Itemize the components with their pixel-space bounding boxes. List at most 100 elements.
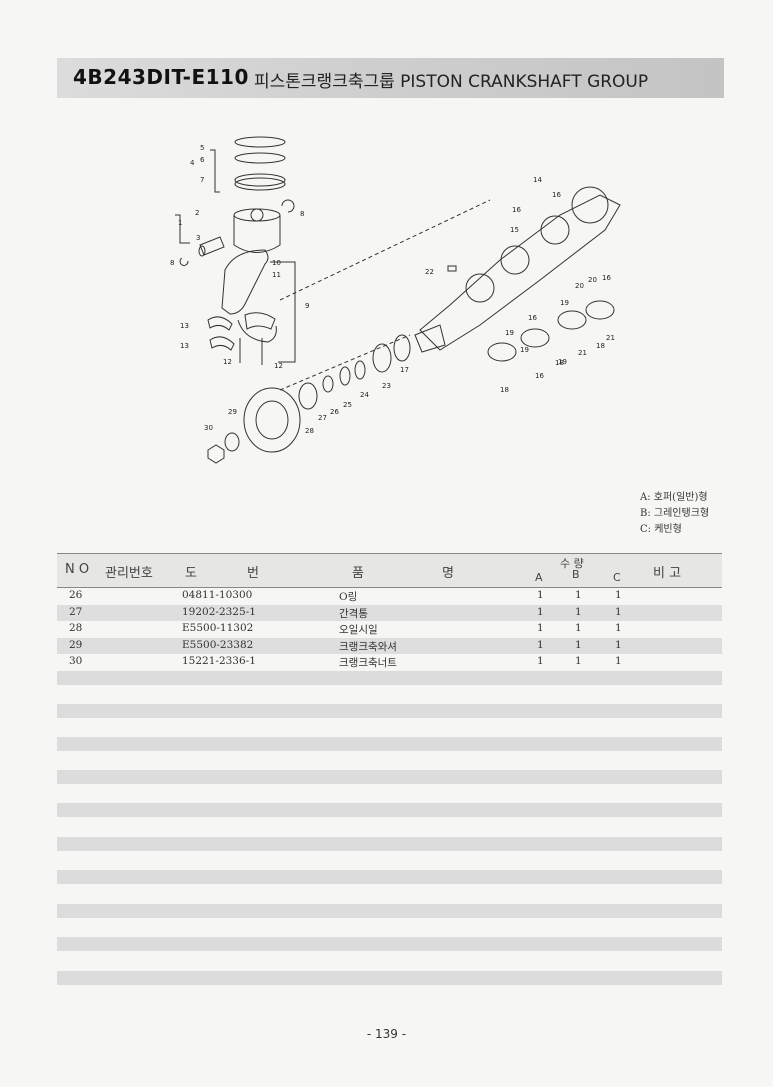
- row-part-number: E5500-23382: [182, 638, 254, 651]
- row-qty-c: 1: [615, 655, 622, 667]
- svg-text:16: 16: [602, 274, 611, 282]
- row-part-name: 크랭크축와셔: [339, 640, 397, 653]
- row-qty-a: 1: [537, 622, 544, 634]
- svg-text:19: 19: [560, 299, 569, 307]
- svg-text:19: 19: [520, 346, 529, 354]
- row-qty-c: 1: [615, 622, 622, 634]
- svg-text:16: 16: [512, 206, 521, 214]
- empty-row-stripe: [57, 904, 722, 918]
- col-drawing-a: 도: [185, 566, 197, 581]
- col-no: N O: [65, 562, 90, 577]
- svg-text:1: 1: [178, 219, 182, 227]
- svg-text:11: 11: [272, 271, 281, 279]
- col-drawing-b: 번: [247, 566, 259, 581]
- row-qty-a: 1: [537, 655, 544, 667]
- row-qty-a: 1: [537, 638, 544, 651]
- svg-text:14: 14: [533, 176, 542, 184]
- row-qty-c: 1: [615, 638, 622, 651]
- row-part-name: 오일시일: [339, 624, 378, 636]
- svg-text:5: 5: [200, 144, 204, 152]
- svg-text:8: 8: [300, 210, 304, 218]
- svg-text:25: 25: [343, 401, 352, 409]
- row-part-number: 15221-2336-1: [182, 655, 256, 667]
- table-row: 27 19202-2325-1 간격통 1 1 1: [57, 604, 722, 621]
- svg-text:18: 18: [500, 386, 509, 394]
- svg-text:20: 20: [588, 276, 597, 284]
- svg-text:29: 29: [228, 408, 237, 416]
- svg-text:7: 7: [200, 176, 204, 184]
- row-part-number: 04811-10300: [182, 589, 253, 601]
- svg-text:10: 10: [272, 259, 281, 267]
- svg-text:28: 28: [305, 427, 314, 435]
- empty-row-stripe: [57, 803, 722, 817]
- page-header: 4B243DIT-E110 피스톤크랭크축그룹 PISTON CRANKSHAF…: [57, 58, 724, 98]
- svg-text:22: 22: [425, 268, 434, 276]
- svg-text:21: 21: [606, 334, 615, 342]
- svg-text:17: 17: [400, 366, 409, 374]
- svg-text:24: 24: [360, 391, 369, 399]
- col-qty-a: A: [535, 571, 543, 584]
- row-no: 27: [69, 605, 83, 618]
- row-part-name: O링: [339, 591, 358, 603]
- row-no: 26: [69, 589, 83, 601]
- row-no: 29: [69, 638, 83, 651]
- legend-item-b: B: 그레인탱크형: [640, 508, 710, 519]
- table-row: 26 04811-10300 O링 1 1 1: [57, 588, 722, 605]
- svg-text:15: 15: [510, 226, 519, 234]
- col-mgmt: 관리번호: [105, 566, 153, 581]
- svg-text:21: 21: [578, 349, 587, 357]
- svg-text:19: 19: [505, 329, 514, 337]
- row-qty-c: 1: [615, 605, 622, 618]
- svg-text:18: 18: [555, 359, 564, 367]
- empty-row-stripe: [57, 737, 722, 751]
- page-number: - 139 -: [366, 1027, 407, 1041]
- svg-text:19: 19: [558, 358, 567, 366]
- row-qty-b: 1: [575, 655, 582, 667]
- col-name-a: 품: [352, 566, 364, 581]
- col-remark: 비 고: [653, 566, 682, 581]
- row-qty-a: 1: [537, 589, 544, 601]
- row-qty-b: 1: [575, 622, 582, 634]
- svg-text:13: 13: [180, 342, 189, 350]
- model-code: 4B243DIT-E110: [73, 65, 249, 89]
- row-qty-c: 1: [615, 589, 622, 601]
- svg-text:8: 8: [170, 259, 174, 267]
- table-row: 29 E5500-23382 크랭크축와셔 1 1 1: [57, 637, 722, 654]
- table-row: 28 E5500-11302 오일시일 1 1 1: [57, 621, 722, 638]
- empty-row-stripe: [57, 704, 722, 718]
- col-qty-c: C: [613, 571, 621, 584]
- empty-row-stripe: [57, 971, 722, 985]
- empty-row-stripe: [57, 671, 722, 685]
- legend-item-c: C: 케빈형: [640, 524, 682, 535]
- svg-text:20: 20: [575, 282, 584, 290]
- svg-text:3: 3: [196, 234, 200, 242]
- empty-row-stripe: [57, 770, 722, 784]
- svg-text:16: 16: [552, 191, 561, 199]
- svg-text:30: 30: [204, 424, 213, 432]
- row-part-name: 크랭크축너트: [339, 657, 397, 669]
- group-title: 피스톤크랭크축그룹 PISTON CRANKSHAFT GROUP: [254, 72, 649, 92]
- svg-text:12: 12: [274, 362, 283, 370]
- svg-text:16: 16: [528, 314, 537, 322]
- row-qty-b: 1: [575, 589, 582, 601]
- row-part-name: 간격통: [339, 607, 368, 620]
- table-header: N O 관리번호 도 번 품 명 수 량 A B C 비 고: [57, 553, 722, 588]
- svg-text:6: 6: [200, 156, 205, 164]
- svg-text:13: 13: [180, 322, 189, 330]
- table-row: 30 15221-2336-1 크랭크축너트 1 1 1: [57, 654, 722, 671]
- parts-table-body: 26 04811-10300 O링 1 1 1 27 19202-2325-1 …: [57, 588, 722, 671]
- row-part-number: E5500-11302: [182, 622, 254, 634]
- svg-text:27: 27: [318, 414, 327, 422]
- col-qty-b: B: [572, 568, 580, 581]
- row-no: 28: [69, 622, 83, 634]
- row-qty-b: 1: [575, 638, 582, 651]
- col-name-b: 명: [442, 566, 454, 581]
- col-qty: 수 량: [560, 557, 584, 570]
- empty-row-stripe: [57, 870, 722, 884]
- variant-legend: A: 호퍼(일반)형 B: 그레인탱크형 C: 케빈형: [640, 490, 709, 538]
- svg-text:2: 2: [195, 209, 199, 217]
- empty-row-stripe: [57, 837, 722, 851]
